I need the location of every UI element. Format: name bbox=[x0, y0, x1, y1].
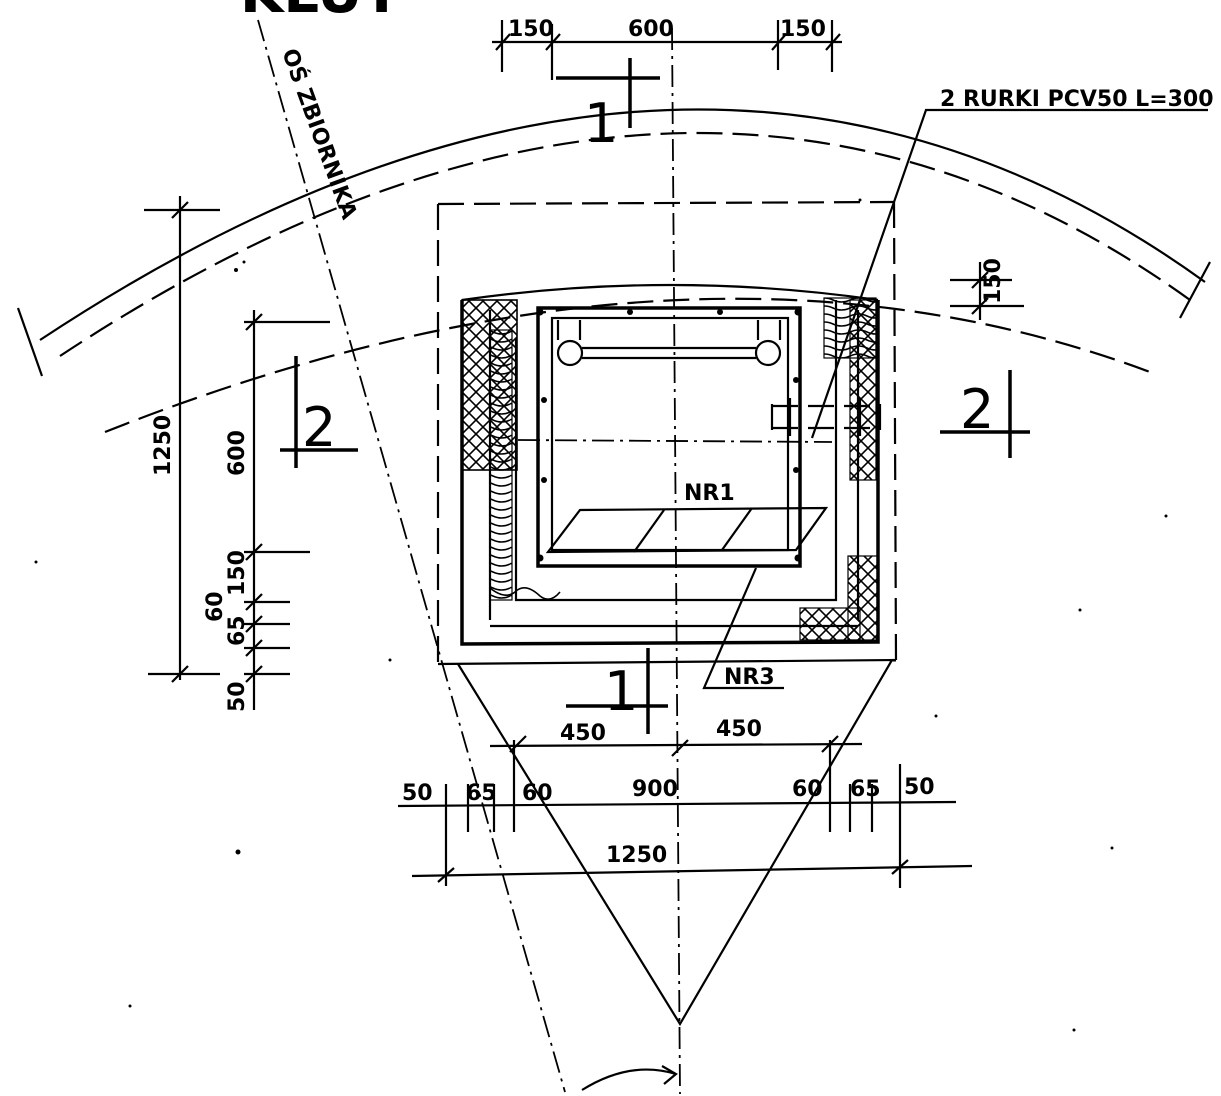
dim-bottom-1250: 1250 bbox=[606, 843, 667, 868]
section-1-top-marker bbox=[556, 58, 660, 128]
dim-bottom-450-left: 450 bbox=[560, 721, 606, 746]
section-2-left-label: 2 bbox=[302, 396, 336, 459]
section-2-right-label: 2 bbox=[960, 378, 994, 441]
dim-right-150: 150 bbox=[981, 258, 1006, 304]
pipes-note: 2 RURKI PCV50 L=300 bbox=[940, 87, 1214, 112]
dim-bottom-65-left: 65 bbox=[466, 781, 497, 806]
dim-bottom-65-right: 65 bbox=[850, 777, 881, 802]
dim-left-60: 60 bbox=[203, 591, 228, 622]
dim-left-50: 50 bbox=[225, 681, 250, 712]
section-1-top-label: 1 bbox=[584, 92, 618, 155]
inner-box-nr1 bbox=[536, 306, 802, 568]
top-dimension bbox=[492, 20, 842, 80]
dim-top-2: 600 bbox=[628, 17, 674, 42]
right-150-dimension bbox=[950, 262, 1024, 320]
dim-bottom-60-right: 60 bbox=[792, 777, 823, 802]
chamber-center-horizontal bbox=[517, 439, 833, 443]
dim-bottom-50-left: 50 bbox=[402, 781, 433, 806]
dim-left-1250: 1250 bbox=[151, 415, 176, 476]
nr1-label: NR1 bbox=[684, 481, 735, 506]
left-dimensions bbox=[144, 196, 330, 710]
heading-fragment: KLUT bbox=[240, 0, 401, 26]
grating-plate bbox=[545, 506, 829, 554]
tank-axis-line bbox=[257, 19, 566, 1093]
pvc-pipes bbox=[770, 398, 882, 436]
section-2-right-marker bbox=[940, 370, 1030, 458]
dim-bottom-50-right: 50 bbox=[904, 775, 935, 800]
dim-top-1: 150 bbox=[508, 17, 554, 42]
chamber-walls bbox=[460, 283, 880, 646]
chute-triangle bbox=[457, 659, 893, 1027]
nr3-leader bbox=[702, 567, 784, 690]
dim-bottom-900: 900 bbox=[632, 777, 678, 802]
section-1-bottom-marker bbox=[566, 648, 668, 734]
dim-left-65: 65 bbox=[225, 615, 250, 646]
dim-bottom-450-right: 450 bbox=[716, 717, 762, 742]
nr3-label: NR3 bbox=[724, 665, 775, 690]
dim-bottom-60-left: 60 bbox=[522, 781, 553, 806]
scan-specks bbox=[34, 198, 1168, 1032]
dim-left-600: 600 bbox=[225, 430, 250, 476]
tank-wall bbox=[16, 108, 1211, 434]
outer-foundation bbox=[436, 200, 898, 666]
rotation-arrow bbox=[581, 1065, 678, 1091]
dim-top-3: 150 bbox=[780, 17, 826, 42]
dim-left-150: 150 bbox=[225, 550, 250, 596]
bottom-dimensions bbox=[397, 735, 973, 888]
section-1-bottom-label: 1 bbox=[604, 660, 638, 723]
center-line bbox=[671, 27, 681, 1095]
pipes-leader bbox=[810, 108, 1208, 439]
tank-axis-label: OŚ ZBIORNIKA bbox=[276, 45, 362, 223]
section-2-left-marker bbox=[280, 356, 358, 468]
